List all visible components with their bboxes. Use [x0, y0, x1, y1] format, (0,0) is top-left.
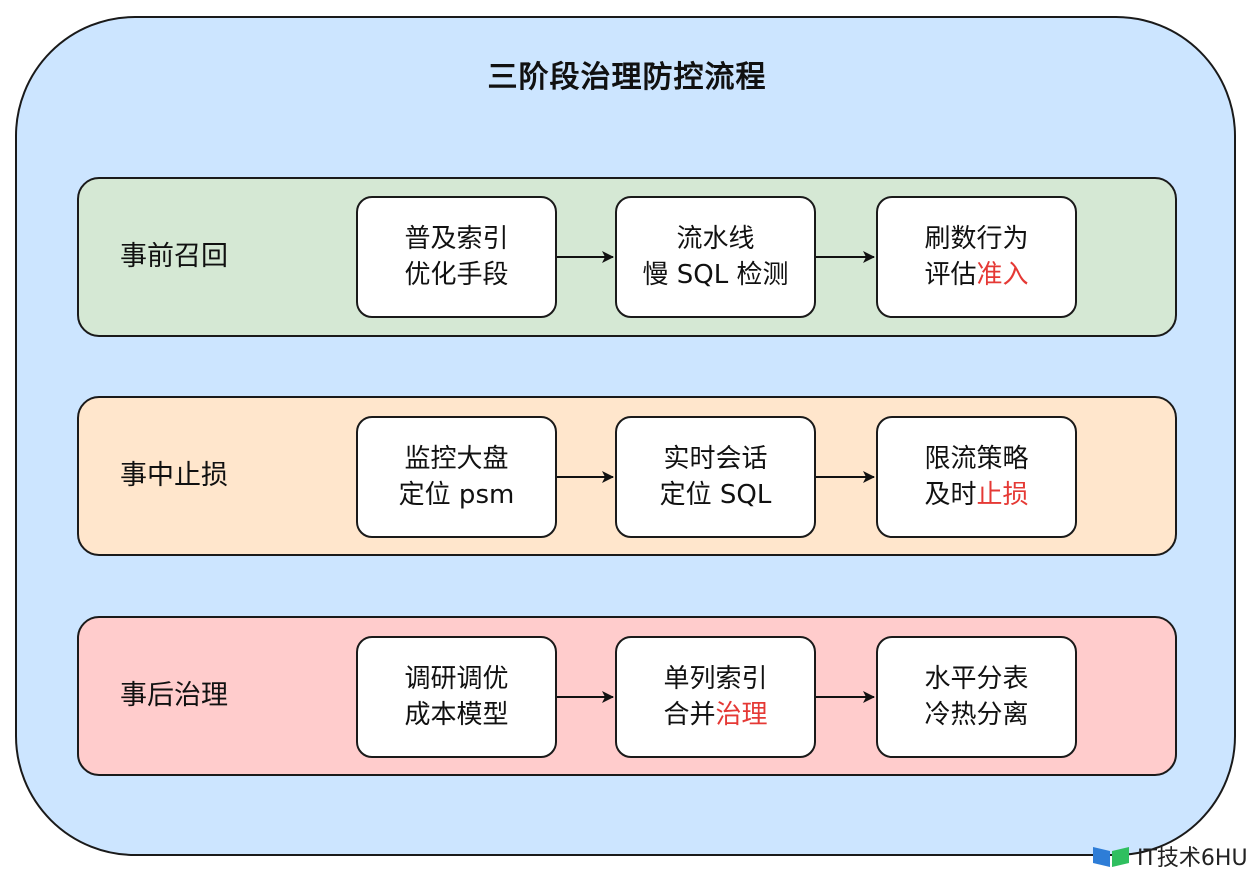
step-line-2: 成本模型	[404, 700, 509, 730]
step-line-1: 单列索引	[663, 664, 768, 694]
step-line-2: 定位 psm	[398, 480, 515, 510]
step-line-2: 慢 SQL 检测	[642, 260, 789, 290]
diagram-title: 三阶段治理防控流程	[487, 60, 767, 95]
brand-watermark: IT技术6HU	[1091, 842, 1248, 871]
step-line-1: 限流策略	[924, 444, 1029, 474]
step-line-1: 普及索引	[404, 224, 509, 254]
step-box: 调研调优 成本模型	[356, 636, 557, 758]
step-box: 水平分表 冷热分离	[876, 636, 1077, 758]
step-line-1: 流水线	[676, 224, 755, 254]
step-line-1: 监控大盘	[404, 444, 509, 474]
step-box: 流水线 慢 SQL 检测	[615, 196, 816, 318]
step-box: 限流策略 及时止损	[876, 416, 1077, 538]
step-highlight: 治理	[715, 700, 768, 730]
step-box: 单列索引 合并治理	[615, 636, 816, 758]
step-highlight: 准入	[976, 260, 1029, 290]
step-highlight: 止损	[976, 480, 1029, 510]
lane-label-pre: 事前召回	[120, 241, 228, 272]
step-line-2: 合并治理	[663, 700, 768, 730]
step-box: 普及索引 优化手段	[356, 196, 557, 318]
brand-text: IT技术6HU	[1137, 846, 1248, 871]
step-line-1: 调研调优	[404, 664, 509, 694]
book-logo-icon	[1093, 847, 1129, 867]
step-line-2: 冷热分离	[924, 700, 1029, 730]
step-line-2: 定位 SQL	[659, 480, 772, 510]
step-line-1: 刷数行为	[924, 224, 1029, 254]
step-box: 监控大盘 定位 psm	[356, 416, 557, 538]
lane-label-mid: 事中止损	[120, 460, 228, 491]
step-line-2: 评估准入	[924, 260, 1029, 290]
step-line-2: 优化手段	[404, 260, 509, 290]
step-box: 实时会话 定位 SQL	[615, 416, 816, 538]
lane-label-post: 事后治理	[120, 680, 228, 711]
step-box: 刷数行为 评估准入	[876, 196, 1077, 318]
step-line-1: 实时会话	[663, 444, 768, 474]
step-line-2: 及时止损	[924, 480, 1029, 510]
step-line-1: 水平分表	[924, 664, 1029, 694]
